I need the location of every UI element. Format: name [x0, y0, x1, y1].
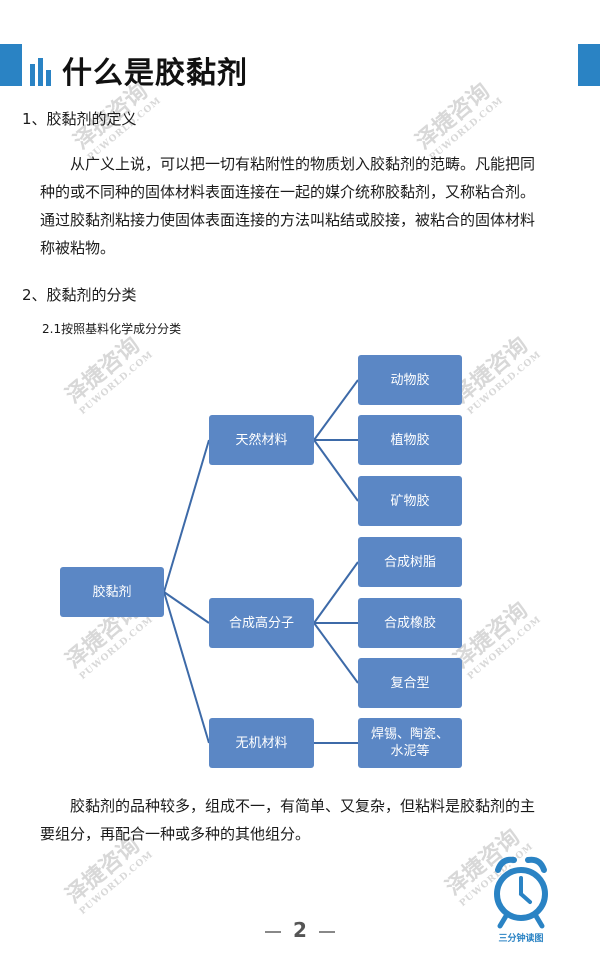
connector-line: [163, 591, 210, 624]
alarm-clock-icon: [494, 856, 548, 929]
header-bar-3: [46, 70, 51, 86]
tree-node-synthetic-resin: 合成树脂: [358, 537, 462, 587]
page-number-dash-right: [318, 930, 335, 933]
section-heading-classification: 2、胶黏剂的分类: [22, 286, 137, 304]
tree-node-natural: 天然材料: [209, 415, 314, 465]
page-title: 什么是胶黏剂: [62, 56, 248, 91]
page-number-dash-left: [265, 930, 282, 933]
tree-node-synthetic: 合成高分子: [209, 598, 314, 648]
connector-line: [313, 379, 359, 441]
page-number: 2: [0, 918, 600, 942]
tree-node-solder-ceramic-cement: 焊锡、陶瓷、 水泥等: [358, 718, 462, 768]
tree-node-animal-glue: 动物胶: [358, 355, 462, 405]
section-heading-definition: 1、胶黏剂的定义: [22, 110, 137, 128]
definition-paragraph: 从广义上说，可以把一切有粘附性的物质划入胶黏剂的范畴。凡能把同种的或不同种的固体…: [40, 155, 536, 257]
tree-node-composite: 复合型: [358, 658, 462, 708]
header-bar-2: [38, 58, 43, 86]
header-bar-1: [30, 64, 35, 86]
header-right-stripe: [578, 44, 600, 86]
tree-node-label-line1: 焊锡、陶瓷、: [370, 727, 449, 742]
subsection-heading: 2.1按照基料化学成分分类: [42, 322, 182, 336]
tree-node-mineral-glue: 矿物胶: [358, 476, 462, 526]
tree-node-label-line2: 水泥等: [390, 744, 430, 759]
connector-line: [313, 439, 359, 502]
logo-text: 三分钟读图: [498, 934, 544, 944]
tree-node-inorganic: 无机材料: [209, 718, 314, 768]
tree-node-root: 胶黏剂: [60, 567, 164, 617]
connector-line: [163, 439, 210, 593]
header-left-stripe: [0, 44, 22, 86]
tree-node-plant-glue: 植物胶: [358, 415, 462, 465]
closing-paragraph: 胶黏剂的品种较多，组成不一，有简单、又复杂，但粘料是胶黏剂的主要组分，再配合一种…: [40, 797, 536, 843]
tree-node-synthetic-rubber: 合成橡胶: [358, 598, 462, 648]
connector-line: [313, 622, 359, 684]
connector-line: [163, 591, 210, 744]
connector-line: [313, 561, 359, 624]
